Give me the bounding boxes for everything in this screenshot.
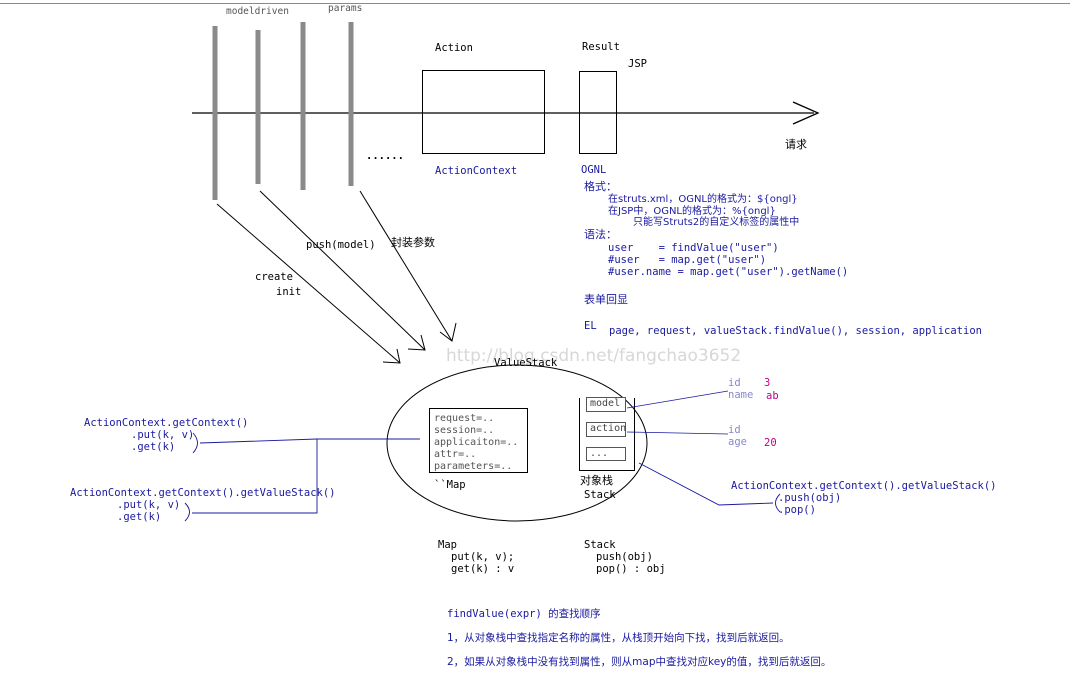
right-api-link	[638, 462, 774, 506]
ctx-brace	[192, 432, 198, 454]
find-order-line-2: 2，如果从对象栈中没有找到属性，则从map中查找对应key的值，找到后就返回。	[447, 656, 832, 668]
form-echo-label: 表单回显	[584, 293, 628, 306]
jsp-label: JSP	[628, 58, 647, 70]
valuestack-ellipse	[386, 364, 648, 522]
actioncontext-label: ActionContext	[435, 165, 518, 177]
ognl-syntax-line-2: #user = map.get("user")	[608, 254, 767, 266]
more-interceptors-dots: ......	[366, 150, 404, 162]
left-vs-put: .put(k, v)	[117, 499, 181, 511]
ognl-syntax-line-1: user = findValue("user")	[608, 242, 779, 254]
params-arrowhead	[439, 322, 457, 342]
map-item-session: session=..	[434, 425, 495, 436]
left-ctx-call: ActionContext.getContext()	[84, 417, 249, 429]
action-link	[626, 431, 729, 435]
action-label: Action	[435, 42, 473, 54]
model-link	[626, 390, 729, 409]
watermark-text: http://blog.csdn.net/fangchao3652	[446, 346, 742, 366]
right-vs-push: .push(obj)	[778, 492, 842, 504]
stack-ops-push: push(obj)	[596, 551, 653, 563]
request-arrowhead	[792, 101, 820, 125]
stack-container	[579, 398, 635, 471]
stack-slot-more: ...	[586, 447, 626, 461]
find-order-line-1: 1，从对象栈中查找指定名称的属性，从栈顶开始向下找，找到后就返回。	[447, 632, 790, 644]
map-item-application: applicaiton=..	[434, 437, 519, 448]
create-arrowhead	[382, 348, 401, 364]
left-vs-call: ActionContext.getContext().getValueStack…	[70, 487, 336, 499]
create-arrow	[216, 203, 401, 364]
find-order-title: findValue(expr) 的查找顺序	[447, 608, 601, 620]
map-ops-put: put(k, v);	[451, 551, 515, 563]
ognl-format-line-1: 在struts.xml，OGNL的格式为：${ongl}	[608, 194, 798, 205]
push-model-arrowhead	[407, 334, 426, 351]
vs-brace	[184, 502, 190, 522]
map-ops-title: Map	[438, 539, 457, 551]
valuestack-title: ValueStack	[494, 357, 558, 369]
request-label: 请求	[785, 138, 807, 151]
el-scopes-line: page, request, valueStack.findValue(), s…	[609, 325, 982, 337]
interceptor-params-label: params	[328, 3, 363, 14]
ognl-format-line-2: 在JSP中，OGNL的格式为：%{ongl}	[608, 206, 776, 217]
right-vs-pop: .pop()	[778, 504, 816, 516]
map-caption: ``Map	[434, 479, 466, 491]
right-vs-call: ActionContext.getContext().getValueStack…	[731, 480, 997, 492]
ognl-syntax-title: 语法：	[584, 228, 617, 241]
model-field-value-1: 3	[764, 377, 771, 389]
map-item-request: request=..	[434, 413, 495, 424]
map-ops-get: get(k) : v	[451, 563, 515, 575]
result-box	[579, 71, 617, 154]
map-item-parameters: parameters=..	[434, 461, 513, 472]
map-box	[429, 408, 528, 473]
stack-slot-model: model	[586, 397, 626, 412]
stack-ops-title: Stack	[584, 539, 616, 551]
left-ctx-put: .put(k, v)	[131, 429, 195, 441]
stack-slot-action: action	[586, 422, 626, 437]
action-box	[422, 70, 545, 154]
encapsulate-params-label: 封装参数	[391, 236, 435, 249]
push-model-arrow	[259, 190, 426, 351]
stack-caption-en: Stack	[584, 489, 616, 501]
create-label: create	[255, 271, 293, 283]
params-arrow	[359, 190, 453, 342]
ognl-syntax-line-3: #user.name = map.get("user").getName()	[608, 266, 849, 278]
action-field-key-2: age	[728, 436, 747, 448]
right-api-brace	[775, 493, 781, 513]
model-field-value-2: ab	[766, 390, 779, 402]
left-vs-get: .get(k)	[117, 511, 162, 523]
init-label: init	[276, 286, 302, 298]
stack-caption-cn: 对象栈	[580, 474, 613, 487]
push-model-label: push(model)	[306, 239, 376, 251]
model-field-key-1: id	[728, 377, 741, 389]
ognl-label: OGNL	[581, 164, 607, 176]
map-item-attr: attr=..	[434, 449, 477, 460]
el-label: EL	[584, 320, 597, 332]
interceptor-modeldriven-label: modeldriven	[226, 6, 289, 17]
action-field-value-2: 20	[764, 437, 777, 449]
ognl-format-title: 格式：	[584, 180, 617, 193]
model-field-key-2: name	[728, 389, 754, 401]
vs-link	[192, 439, 318, 514]
result-label: Result	[582, 41, 620, 53]
stack-ops-pop: pop() : obj	[596, 563, 666, 575]
ognl-format-line-3: 只能写Struts2的自定义标签的属性中	[633, 217, 800, 228]
action-field-key-1: id	[728, 424, 741, 436]
left-ctx-get: .get(k)	[131, 441, 176, 453]
